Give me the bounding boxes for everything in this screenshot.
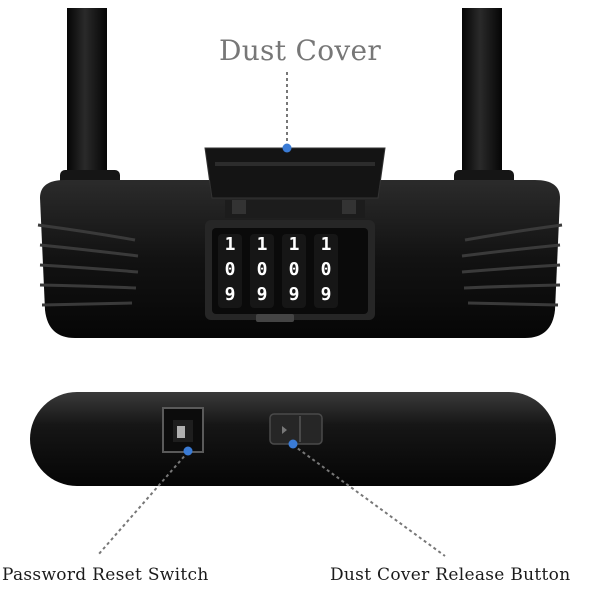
dial-digit-bottom: 9 xyxy=(321,284,332,305)
dial-digit-bottom: 9 xyxy=(289,284,300,305)
dial-digit-top: 1 xyxy=(225,234,236,255)
dial-digit-bottom: 9 xyxy=(225,284,236,305)
dust-cover xyxy=(204,147,386,218)
dial-digit-middle: 0 xyxy=(225,259,236,280)
lock-bottom-view xyxy=(30,392,556,486)
dial-digit-top: 1 xyxy=(321,234,332,255)
dial-wheel xyxy=(282,234,306,308)
password-reset-switch xyxy=(162,407,204,453)
dial-wheel xyxy=(314,234,338,308)
shackle xyxy=(60,8,514,192)
dial-digit-middle: 0 xyxy=(257,259,268,280)
dial-wheel xyxy=(218,234,242,308)
dial-digit-top: 1 xyxy=(257,234,268,255)
dial-digit-bottom: 9 xyxy=(257,284,268,305)
reset-switch-marker xyxy=(183,446,193,456)
dial-digit-middle: 0 xyxy=(289,259,300,280)
dial-wheel xyxy=(250,234,274,308)
grip-ribs-right xyxy=(461,223,563,307)
marker-dots xyxy=(183,143,298,456)
dust-cover-marker xyxy=(282,143,292,153)
dial-digit-top: 1 xyxy=(289,234,300,255)
dust-cover-label: Dust Cover xyxy=(218,34,382,67)
password-reset-switch-label: Password Reset Switch xyxy=(2,565,209,585)
dust-cover-release-button xyxy=(269,413,323,445)
release-button-marker xyxy=(288,439,298,449)
dust-cover-release-button-label: Dust Cover Release Button xyxy=(330,565,571,585)
grip-ribs-left xyxy=(37,223,139,307)
dial-digit-middle: 0 xyxy=(321,259,332,280)
leader-lines xyxy=(97,72,446,557)
